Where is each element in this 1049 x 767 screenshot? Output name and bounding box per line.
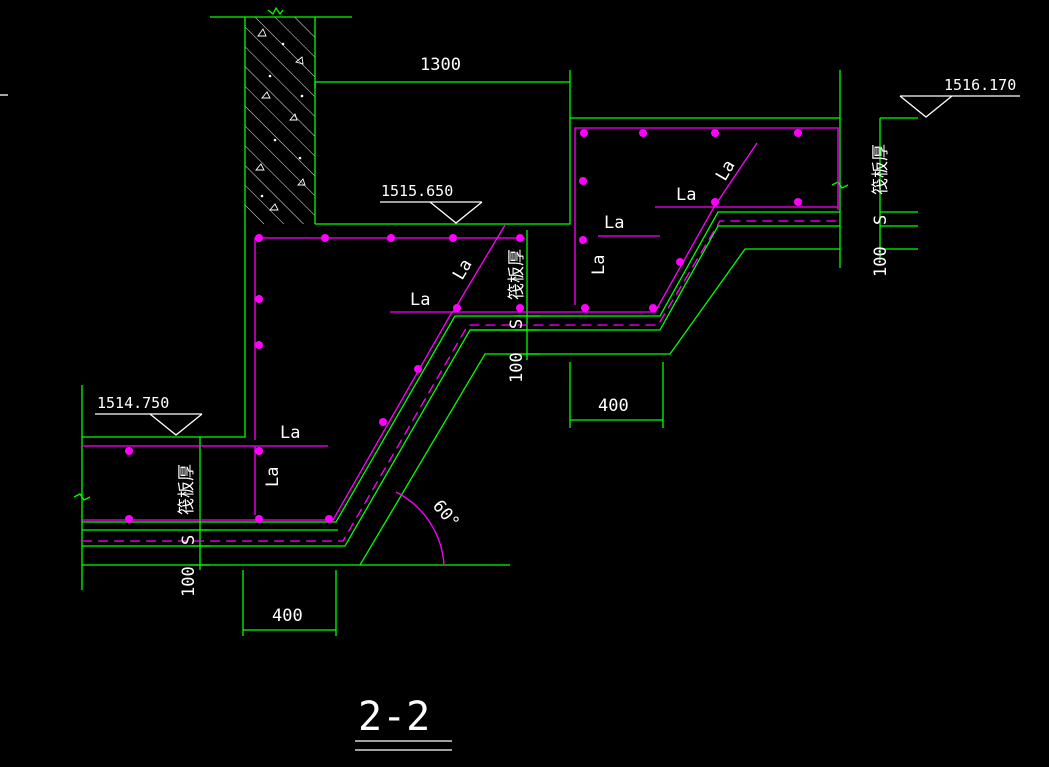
la-label-right-vertical: La [589, 255, 609, 275]
dim-cushion-left: 100 [179, 566, 199, 597]
dim-top-width: 1300 [420, 55, 461, 75]
la-label-upper-horizontal: La [676, 185, 696, 205]
raft-thickness-left: 筏板厚 [177, 464, 197, 515]
elevation-left-label: 1514.750 [97, 394, 169, 412]
concrete-outline [73, 70, 918, 636]
dim-cushion-middle: 100 [507, 352, 527, 383]
elevation-right-label: 1516.170 [944, 76, 1016, 94]
la-label-upper-slope: La [712, 157, 740, 185]
elevation-middle-label: 1515.650 [381, 182, 453, 200]
la-label-left-vertical: La [263, 467, 283, 487]
rebar [82, 127, 840, 542]
la-label-left-horizontal: La [280, 423, 300, 443]
elevation-marker-middle: 1515.650 [380, 182, 483, 224]
dim-s-middle: S [507, 319, 527, 329]
dim-s-right: S [871, 215, 891, 225]
wall [210, 6, 352, 224]
la-label-middle-horizontal: La [410, 290, 430, 310]
raft-thickness-right: 筏板厚 [871, 144, 891, 195]
la-label-right-horizontal: La [604, 213, 624, 233]
raft-thickness-middle: 筏板厚 [507, 249, 527, 300]
dim-cushion-right: 100 [871, 246, 891, 277]
elevation-marker-left: 1514.750 [95, 394, 203, 436]
dim-s-left: S [179, 535, 199, 545]
dim-offset-right: 400 [598, 396, 629, 416]
section-title-text: 2-2 [358, 694, 430, 740]
elevation-marker-right: 1516.170 [899, 76, 1020, 118]
section-title: 2-2 [355, 694, 452, 751]
dim-offset-left: 400 [272, 606, 303, 626]
